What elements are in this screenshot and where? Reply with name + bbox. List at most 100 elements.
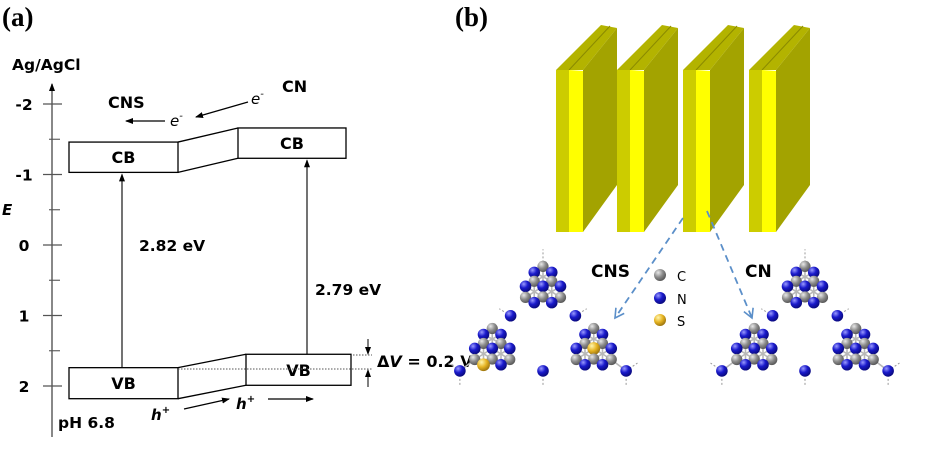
nitrogen-atom — [730, 342, 743, 355]
nitrogen-atom — [468, 342, 481, 355]
nitrogen-atom — [570, 342, 583, 355]
nitrogen-atom — [579, 328, 591, 341]
carbon-atom — [748, 353, 760, 365]
electron-arrow-cn-to-cns — [195, 101, 249, 118]
delta-v-indicator: ΔV = 0.2 V — [178, 339, 473, 387]
nitrogen-atom — [841, 358, 853, 371]
nitrogen-atom — [766, 309, 779, 322]
carbon-atom — [816, 291, 829, 303]
band-gap-label-cns: 2.82 eV — [139, 237, 205, 255]
panel-b: (b) CNS CN C N S — [448, 2, 900, 386]
carbon-atom — [469, 353, 481, 366]
nitrogen-atom — [739, 328, 752, 341]
nitrogen-atom — [739, 358, 752, 371]
layered-sheets — [556, 25, 810, 232]
vb-label-cns: VB — [111, 374, 136, 393]
nitrogen-atom — [495, 358, 507, 371]
nitrogen-atom — [537, 280, 549, 293]
atom-legend: C N S — [654, 269, 687, 330]
conduction-band-cn — [237, 127, 347, 159]
carbon-atom — [546, 275, 558, 287]
nitrogen-atom — [799, 365, 811, 377]
hole-label-cns: h+ — [151, 405, 170, 424]
nitrogen-atom — [596, 358, 609, 371]
nanosheet — [617, 25, 678, 232]
nitrogen-atom — [495, 328, 507, 341]
carbon-atom — [850, 322, 862, 335]
zoom-arrow-to-cns — [614, 217, 684, 320]
nitrogen-atom — [596, 328, 609, 341]
nitrogen-atom — [748, 342, 761, 355]
carbon-atom — [495, 337, 507, 350]
nitrogen-atom — [790, 296, 803, 309]
delta-v-label: ΔV = 0.2 V — [377, 352, 473, 371]
electron-label-cns: e- — [170, 111, 183, 130]
carbon-atom — [731, 353, 743, 366]
nitrogen-atom — [832, 342, 845, 355]
nitrogen-atom — [858, 358, 871, 371]
axis-tick-label: 1 — [19, 308, 30, 326]
hole-transfer: h+ h+ — [151, 394, 314, 424]
nanosheet — [749, 25, 810, 232]
legend-nitrogen-label: N — [677, 293, 687, 308]
carbon-atom — [537, 291, 549, 303]
carbon-atom — [504, 353, 516, 366]
band-connector — [177, 384, 247, 400]
carbon-atom — [605, 353, 617, 366]
nitrogen-atom — [504, 309, 517, 322]
nitrogen-atom — [765, 342, 778, 355]
nitrogen-atom — [503, 342, 516, 355]
ph-label: pH 6.8 — [58, 414, 115, 432]
nitrogen-atom — [807, 266, 820, 279]
axis-quantity-label: E — [2, 201, 13, 219]
carbon-atom — [850, 353, 862, 365]
panel-a-label: (a) — [2, 2, 33, 32]
nitrogen-atom — [579, 358, 591, 371]
band-connector — [177, 353, 247, 369]
sulfur-atom — [477, 358, 490, 372]
valence-band-cns — [68, 367, 179, 400]
nanosheet — [683, 25, 744, 232]
material-label-cns: CNS — [108, 93, 145, 112]
nitrogen-atom — [605, 342, 618, 355]
valence-band-cn — [245, 353, 352, 386]
nitrogen-atom — [831, 309, 844, 322]
carbon-atom — [739, 337, 752, 350]
carbon-atom — [799, 260, 811, 272]
axis-tick-label: -2 — [15, 96, 32, 114]
nitrogen-atom — [477, 328, 490, 341]
carbon-atom — [790, 275, 802, 287]
carbon-atom — [537, 260, 549, 272]
nitrogen-atom — [781, 280, 794, 293]
molecule-cns — [448, 249, 638, 386]
nitrogen-atom — [545, 266, 558, 279]
hole-arrow-cns-to-cn — [183, 397, 230, 410]
nitrogen-atom — [841, 328, 853, 341]
carbon-atom — [781, 291, 794, 303]
nitrogen-atom — [790, 266, 803, 279]
legend-sulfur-label: S — [677, 315, 685, 330]
nitrogen-atom — [519, 280, 532, 293]
carbon-atom — [477, 337, 490, 350]
carbon-atom — [519, 291, 532, 303]
nitrogen-atom — [757, 358, 769, 371]
electron-label-cn: e- — [251, 89, 264, 108]
nanosheet — [556, 25, 617, 232]
hole-label-cn: h+ — [236, 394, 255, 413]
nitrogen-atom — [882, 365, 894, 377]
carbon-atom — [766, 353, 778, 366]
nitrogen-atom — [454, 365, 466, 377]
vb-label-cn: VB — [286, 361, 311, 380]
axis-reference-label: Ag/AgCl — [12, 56, 81, 74]
nitrogen-atom — [554, 280, 567, 293]
conduction-band-cns — [68, 141, 179, 174]
carbon-atom — [486, 353, 498, 365]
carbon-atom — [554, 291, 567, 303]
band-gap-label-cn: 2.79 eV — [315, 281, 381, 299]
nitrogen-atom — [799, 280, 811, 293]
nitrogen-atom — [569, 309, 582, 322]
nitrogen-atom — [757, 328, 769, 341]
